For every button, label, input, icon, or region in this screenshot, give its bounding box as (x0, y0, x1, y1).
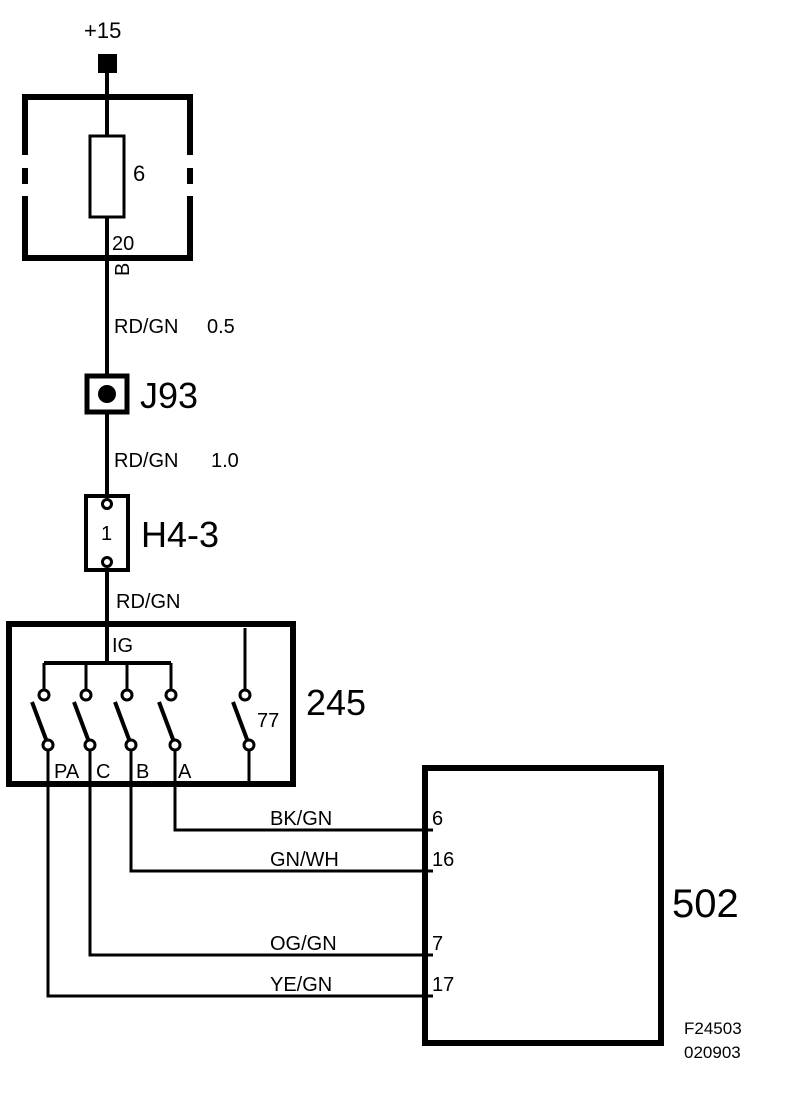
supply-label: +15 (84, 18, 121, 43)
module-pin-7: 7 (432, 933, 443, 955)
connector-pin: 1 (101, 523, 112, 545)
connector-label: H4-3 (141, 514, 219, 555)
ignition-switch: IG 77 PA C B A (6, 621, 296, 787)
switch-position-a: A (178, 761, 192, 783)
wire-1-color: RD/GN (114, 316, 178, 338)
fuse-number: 6 (133, 161, 145, 186)
fuse-box (22, 94, 193, 261)
wire-c-color: OG/GN (270, 933, 337, 955)
fuse-pin: 20 (112, 233, 134, 255)
fuse-element (88, 134, 126, 219)
figure-number: F24503 (684, 1019, 742, 1038)
wire-3-color: RD/GN (116, 591, 180, 613)
wire-a (173, 750, 433, 832)
module-pin-16: 16 (432, 849, 454, 871)
switch-contact-77: 77 (257, 710, 279, 732)
connector-terminal-top (101, 498, 113, 510)
module-id: 502 (672, 882, 739, 926)
module-pin-17: 17 (432, 974, 454, 996)
switch-position-c: C (96, 761, 110, 783)
module-pin-6: 6 (432, 808, 443, 830)
splice-label: J93 (140, 375, 198, 416)
wire-2-size: 1.0 (211, 450, 239, 472)
wire-c (88, 750, 433, 957)
switch-input-label: IG (112, 635, 133, 657)
wire-b-color: GN/WH (270, 849, 339, 871)
switch-id: 245 (306, 682, 366, 723)
switch-position-pa: PA (54, 761, 80, 783)
switch-position-b: B (136, 761, 149, 783)
wire-pa (46, 750, 433, 998)
wire-b (129, 750, 433, 873)
splice-point (98, 385, 116, 403)
module-box (422, 765, 664, 1046)
wire-pa-color: YE/GN (270, 974, 332, 996)
wire-2-color: RD/GN (114, 450, 178, 472)
wire-a-color: BK/GN (270, 808, 332, 830)
figure-date: 020903 (684, 1043, 741, 1062)
fuse-connector: B (112, 263, 134, 276)
wire-1-size: 0.5 (207, 316, 235, 338)
supply-terminal (98, 54, 117, 73)
connector-terminal-bottom (101, 556, 113, 568)
